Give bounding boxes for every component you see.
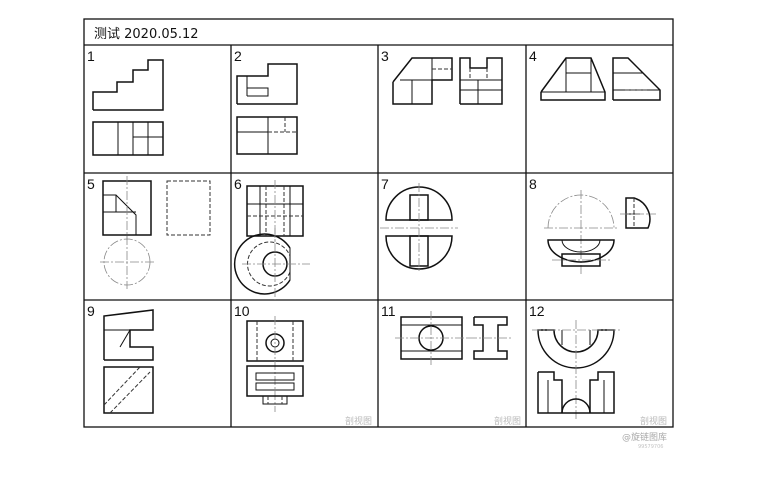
watermark-cell-12: 剖视图 xyxy=(640,415,667,427)
watermark-brand-id: 99579706 xyxy=(638,444,663,450)
drawing-7 xyxy=(380,183,458,272)
cell-number-7: 7 xyxy=(381,176,389,192)
drawing-5 xyxy=(100,176,211,289)
cell-number-3: 3 xyxy=(381,48,389,64)
drawing-11 xyxy=(395,311,513,365)
cell-number-11: 11 xyxy=(381,303,396,319)
drawing-4 xyxy=(540,57,661,101)
drawing-6 xyxy=(233,180,310,300)
cell-number-1: 1 xyxy=(87,48,95,64)
cell-number-10: 10 xyxy=(234,303,250,319)
cell-number-8: 8 xyxy=(529,176,537,192)
drawing-9 xyxy=(103,309,154,414)
cell-number-6: 6 xyxy=(234,176,242,192)
drawing-2 xyxy=(236,63,298,155)
watermark-cell-11: 剖视图 xyxy=(494,415,521,427)
drawing-12 xyxy=(532,320,620,420)
drawing-1 xyxy=(92,59,164,156)
cell-number-5: 5 xyxy=(87,176,95,192)
cell-number-12: 12 xyxy=(529,303,545,319)
cell-number-9: 9 xyxy=(87,303,95,319)
watermark-cell-10: 剖视图 xyxy=(345,415,372,427)
table-grid xyxy=(83,18,674,428)
cell-number-2: 2 xyxy=(234,48,242,64)
cell-number-4: 4 xyxy=(529,48,537,64)
drawing-8 xyxy=(544,190,656,275)
watermark-brand: @旋链图库 xyxy=(622,431,667,443)
drawing-3 xyxy=(392,57,503,105)
drawing-10 xyxy=(246,316,304,412)
sheet-title: 测试 2020.05.12 xyxy=(94,27,199,42)
